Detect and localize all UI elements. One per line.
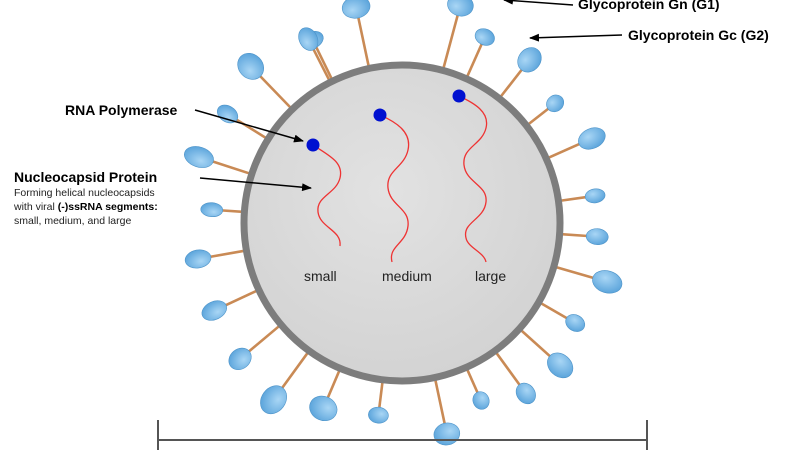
segment-label-small: small	[304, 268, 337, 284]
label-rna-polymerase: RNA Polymerase	[65, 102, 178, 118]
spike-stem	[256, 72, 294, 111]
glycoprotein-head	[368, 406, 389, 424]
glycoprotein-head	[184, 146, 214, 168]
spike-stem	[441, 12, 460, 71]
glycoprotein-head	[260, 385, 287, 415]
desc-line-3: small, medium, and large	[14, 215, 132, 227]
segment-label-medium: medium	[382, 268, 432, 284]
rna-segment-medium	[379, 114, 410, 263]
scale-bar	[157, 420, 648, 450]
glycoprotein-head	[309, 395, 338, 422]
glycoprotein-head	[472, 391, 490, 410]
spike-stem	[314, 44, 334, 82]
spike-stem	[525, 106, 551, 127]
glycoprotein-head	[578, 127, 606, 150]
glycoprotein-head	[515, 382, 536, 405]
arrow-gn	[503, 0, 574, 6]
glycoprotein-head	[201, 300, 227, 321]
spike-stem	[219, 208, 245, 214]
spike-stem	[233, 116, 269, 141]
spike-stem	[222, 288, 260, 308]
glycoprotein-head	[200, 202, 224, 218]
spike-stem	[208, 159, 253, 176]
viral-envelope	[240, 61, 564, 385]
spike-stem	[465, 366, 480, 396]
spike-stem	[493, 350, 523, 388]
spike-stem	[518, 327, 554, 360]
glycoprotein-head	[585, 228, 609, 245]
spike-stem	[433, 377, 447, 427]
desc-line-2: with viral (-)ssRNA segments:	[14, 201, 158, 213]
spike-stem	[325, 367, 342, 402]
label-nucleocapsid-protein: Nucleocapsid Protein	[14, 169, 158, 185]
rna-segments	[306, 89, 488, 263]
glycoprotein-head	[433, 422, 461, 446]
label-glycoprotein-gn: Glycoprotein Gn (G1)	[578, 0, 720, 12]
spike-stem	[559, 232, 590, 238]
glycoprotein-head	[584, 188, 606, 204]
glycoprotein-head	[447, 0, 474, 17]
glycoprotein-head	[237, 52, 265, 80]
spike-stem	[545, 141, 584, 160]
segment-label-large: large	[475, 268, 507, 284]
glycoprotein-head	[228, 347, 252, 371]
spike-stem	[245, 323, 282, 355]
arrow-polymerase	[194, 109, 304, 143]
nucleocapsid-description: Forming helical nucleocapsids with viral…	[14, 186, 158, 228]
glycoprotein-head	[298, 27, 319, 51]
glycoprotein-head	[547, 352, 574, 379]
spike-stem	[377, 379, 385, 410]
glycoprotein-head	[517, 47, 542, 73]
spike-stem	[498, 66, 525, 100]
label-glycoprotein-gc: Glycoprotein Gc (G2)	[628, 27, 769, 43]
polymerase-medium	[373, 108, 387, 122]
spike-stem	[356, 14, 371, 69]
glycoprotein-head	[341, 0, 371, 19]
polymerase-large	[452, 89, 466, 103]
spike-stem	[465, 41, 484, 80]
spike-stem	[206, 249, 247, 259]
spike-stem	[553, 265, 598, 281]
rna-segment-large	[458, 95, 488, 263]
glycoprotein-head	[474, 28, 495, 46]
spike-stem	[278, 350, 311, 393]
spike-stem	[558, 195, 589, 203]
rna-segment-small	[312, 144, 342, 247]
glycoprotein-head	[546, 94, 565, 113]
spike-stem	[538, 300, 570, 321]
glycoprotein-spikes	[184, 0, 623, 446]
glycoprotein-head	[184, 249, 212, 269]
polymerase-small	[306, 138, 320, 152]
arrow-gc	[529, 33, 623, 42]
glycoprotein-head	[565, 314, 586, 332]
desc-line-1: Forming helical nucleocapsids	[14, 187, 155, 199]
label-arrows	[194, 0, 623, 192]
arrow-nucleocapsid	[199, 177, 312, 192]
glycoprotein-head	[592, 270, 623, 294]
spike-stem	[310, 45, 332, 83]
